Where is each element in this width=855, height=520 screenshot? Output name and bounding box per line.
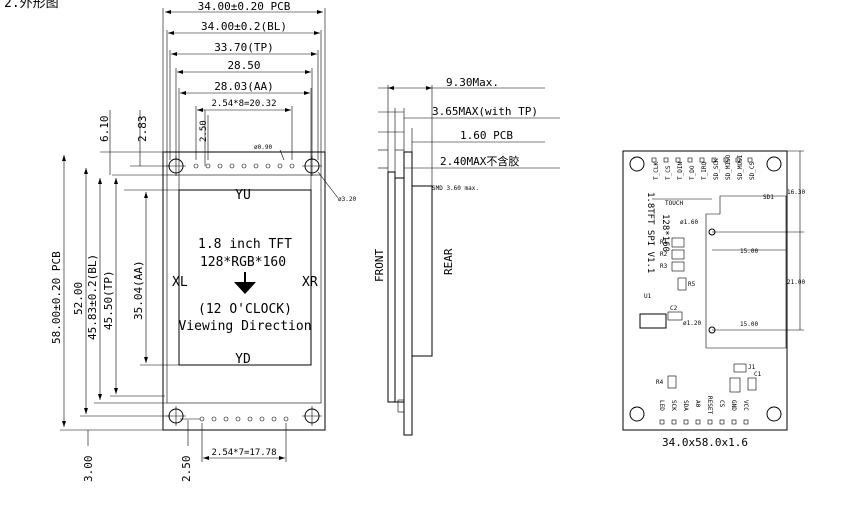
dim-aa-width: 28.03(AA) xyxy=(214,80,274,93)
part-r5: R5 xyxy=(688,281,696,288)
back-dim-2100: 21.00 xyxy=(787,279,805,286)
bottom-dimension-lines xyxy=(87,418,287,462)
side-dimension-lines xyxy=(378,85,560,187)
front-view: ø0.90 ø3.20 1.8 inch TFT 128*RGB*160 (12… xyxy=(50,0,356,482)
side-xl: XL xyxy=(172,275,188,290)
dim-pin-pitch-top: 2.54*8=20.32 xyxy=(211,99,276,109)
large-hole-label: ø3.20 xyxy=(338,196,356,203)
back-bottom-pins xyxy=(659,419,749,425)
pin-led: LED xyxy=(658,400,665,411)
dim-930: 9.30Max. xyxy=(446,76,499,89)
rear-label: REAR xyxy=(442,248,455,275)
back-pcb-outline xyxy=(622,150,788,431)
back-dim-1500-a: 15.00 xyxy=(740,248,758,255)
dim-250-top: 2.50 xyxy=(199,120,209,142)
back-top-pins xyxy=(651,157,753,163)
top-pin-row xyxy=(193,163,295,169)
dim-250-bottom: 2.50 xyxy=(180,456,193,483)
sd-socket xyxy=(705,195,787,349)
dim-bl-height: 45.83±0.2(BL) xyxy=(86,254,99,340)
dim-365: 3.65MAX(with TP) xyxy=(432,105,538,118)
back-view: T_CLK T_CS T_DIN T_DO T_IRQ SD_SCK SD_MI… xyxy=(622,150,805,449)
dim-hole-span: 28.50 xyxy=(227,59,260,72)
dim-smd: SMD 3.60 max. xyxy=(432,185,479,192)
part-r3: R3 xyxy=(660,263,668,270)
part-c2: C2 xyxy=(670,305,678,312)
dim-pin-pitch-bottom: 2.54*7=17.78 xyxy=(211,448,276,458)
pin-sd-sck: SD_SCK xyxy=(713,158,720,180)
top-dimension-lines xyxy=(162,8,326,190)
board-title: 1.8TFT SPI V1.1 xyxy=(645,192,655,273)
part-c1: C1 xyxy=(754,371,762,378)
dim-tp-height: 45.50(TP) xyxy=(102,270,115,330)
pcb-outline xyxy=(162,151,326,431)
part-r2: R2 xyxy=(660,251,668,258)
back-dim-1500-b: 15.00 xyxy=(740,321,758,328)
pin-a0: A0 xyxy=(694,400,701,408)
board-resolution: 128*160 xyxy=(660,214,670,252)
pin-t-irq: T_IRQ xyxy=(701,162,708,180)
dim-pcb-width: 34.00±0.20 PCB xyxy=(198,0,291,13)
side-smd xyxy=(411,185,433,357)
pin-sd-mosi: SD_MOSI xyxy=(737,154,744,180)
pin-cs: CS xyxy=(718,400,725,408)
left-dimension-lines xyxy=(100,110,206,191)
pin-t-do: T_DO xyxy=(689,165,696,180)
screen-title: 1.8 inch TFT xyxy=(198,237,292,252)
pin-t-cs: T_CS xyxy=(665,165,672,180)
back-dim-1630: 16.30 xyxy=(787,189,805,196)
dim-283: 2.83 xyxy=(136,116,149,143)
vertical-dimension-arrows xyxy=(62,155,148,427)
dim-tp-width: 33.70(TP) xyxy=(214,41,274,54)
pin-sd-miso: SD_MISO xyxy=(725,154,732,180)
dim-aa-height: 35.04(AA) xyxy=(132,260,145,320)
dim-610: 6.10 xyxy=(98,116,111,143)
viewing-direction-arrow xyxy=(234,282,256,294)
part-r4: R4 xyxy=(656,379,664,386)
screen-direction: Viewing Direction xyxy=(178,319,311,334)
back-hole-label-1: ø1.60 xyxy=(680,219,698,226)
pin-sck: SCK xyxy=(670,400,677,411)
part-j1: J1 xyxy=(748,364,756,371)
front-label: FRONT xyxy=(373,249,386,282)
pin-reset: RESET xyxy=(706,396,713,414)
side-yu: YU xyxy=(235,188,251,203)
pin-t-din: T_DIN xyxy=(677,162,684,180)
active-area xyxy=(178,189,312,366)
backlight-outline xyxy=(166,174,322,404)
back-dimension-lines xyxy=(712,150,804,331)
side-glass xyxy=(387,171,396,403)
side-view: 9.30Max. 3.65MAX(with TP) 1.60 PCB 2.40M… xyxy=(373,76,560,436)
screen-resolution: 128*RGB*160 xyxy=(200,255,286,270)
touch-label: TOUCH xyxy=(665,200,683,207)
top-dimension-arrows xyxy=(165,10,323,112)
side-pcb xyxy=(403,151,413,436)
pin-gnd: GND xyxy=(730,400,737,411)
part-u1: U1 xyxy=(644,293,652,300)
bottom-pin-row xyxy=(199,416,289,422)
board-size: 34.0x58.0x1.6 xyxy=(662,436,748,449)
header-label: 2.外形图 xyxy=(4,0,59,11)
pin-sda: SDA xyxy=(682,400,689,411)
side-backlight xyxy=(394,177,405,403)
dim-160: 1.60 PCB xyxy=(460,129,513,142)
pin-vcc: VCC xyxy=(742,400,749,411)
dim-240: 2.40MAX不含胶 xyxy=(440,154,519,168)
vertical-dimension-lines xyxy=(60,155,179,431)
dim-bl-width: 34.00±0.2(BL) xyxy=(201,20,287,33)
pin-sd-cs: SD_CS xyxy=(749,162,756,180)
part-r1: R1 xyxy=(660,239,668,246)
small-hole-label: ø0.90 xyxy=(254,144,272,151)
screen-clock: (12 O'CLOCK) xyxy=(198,302,292,317)
sd1-label: SD1 xyxy=(763,194,774,201)
side-xr: XR xyxy=(302,275,318,290)
pin-t-clk: T_CLK xyxy=(653,162,660,180)
dim-300: 3.00 xyxy=(82,456,95,483)
dim-hole-height: 52.00 xyxy=(72,282,85,315)
side-yd: YD xyxy=(235,352,251,367)
dim-pcb-height: 58.00±0.20 PCB xyxy=(50,251,63,344)
back-hole-label-2: ø1.20 xyxy=(683,320,701,327)
